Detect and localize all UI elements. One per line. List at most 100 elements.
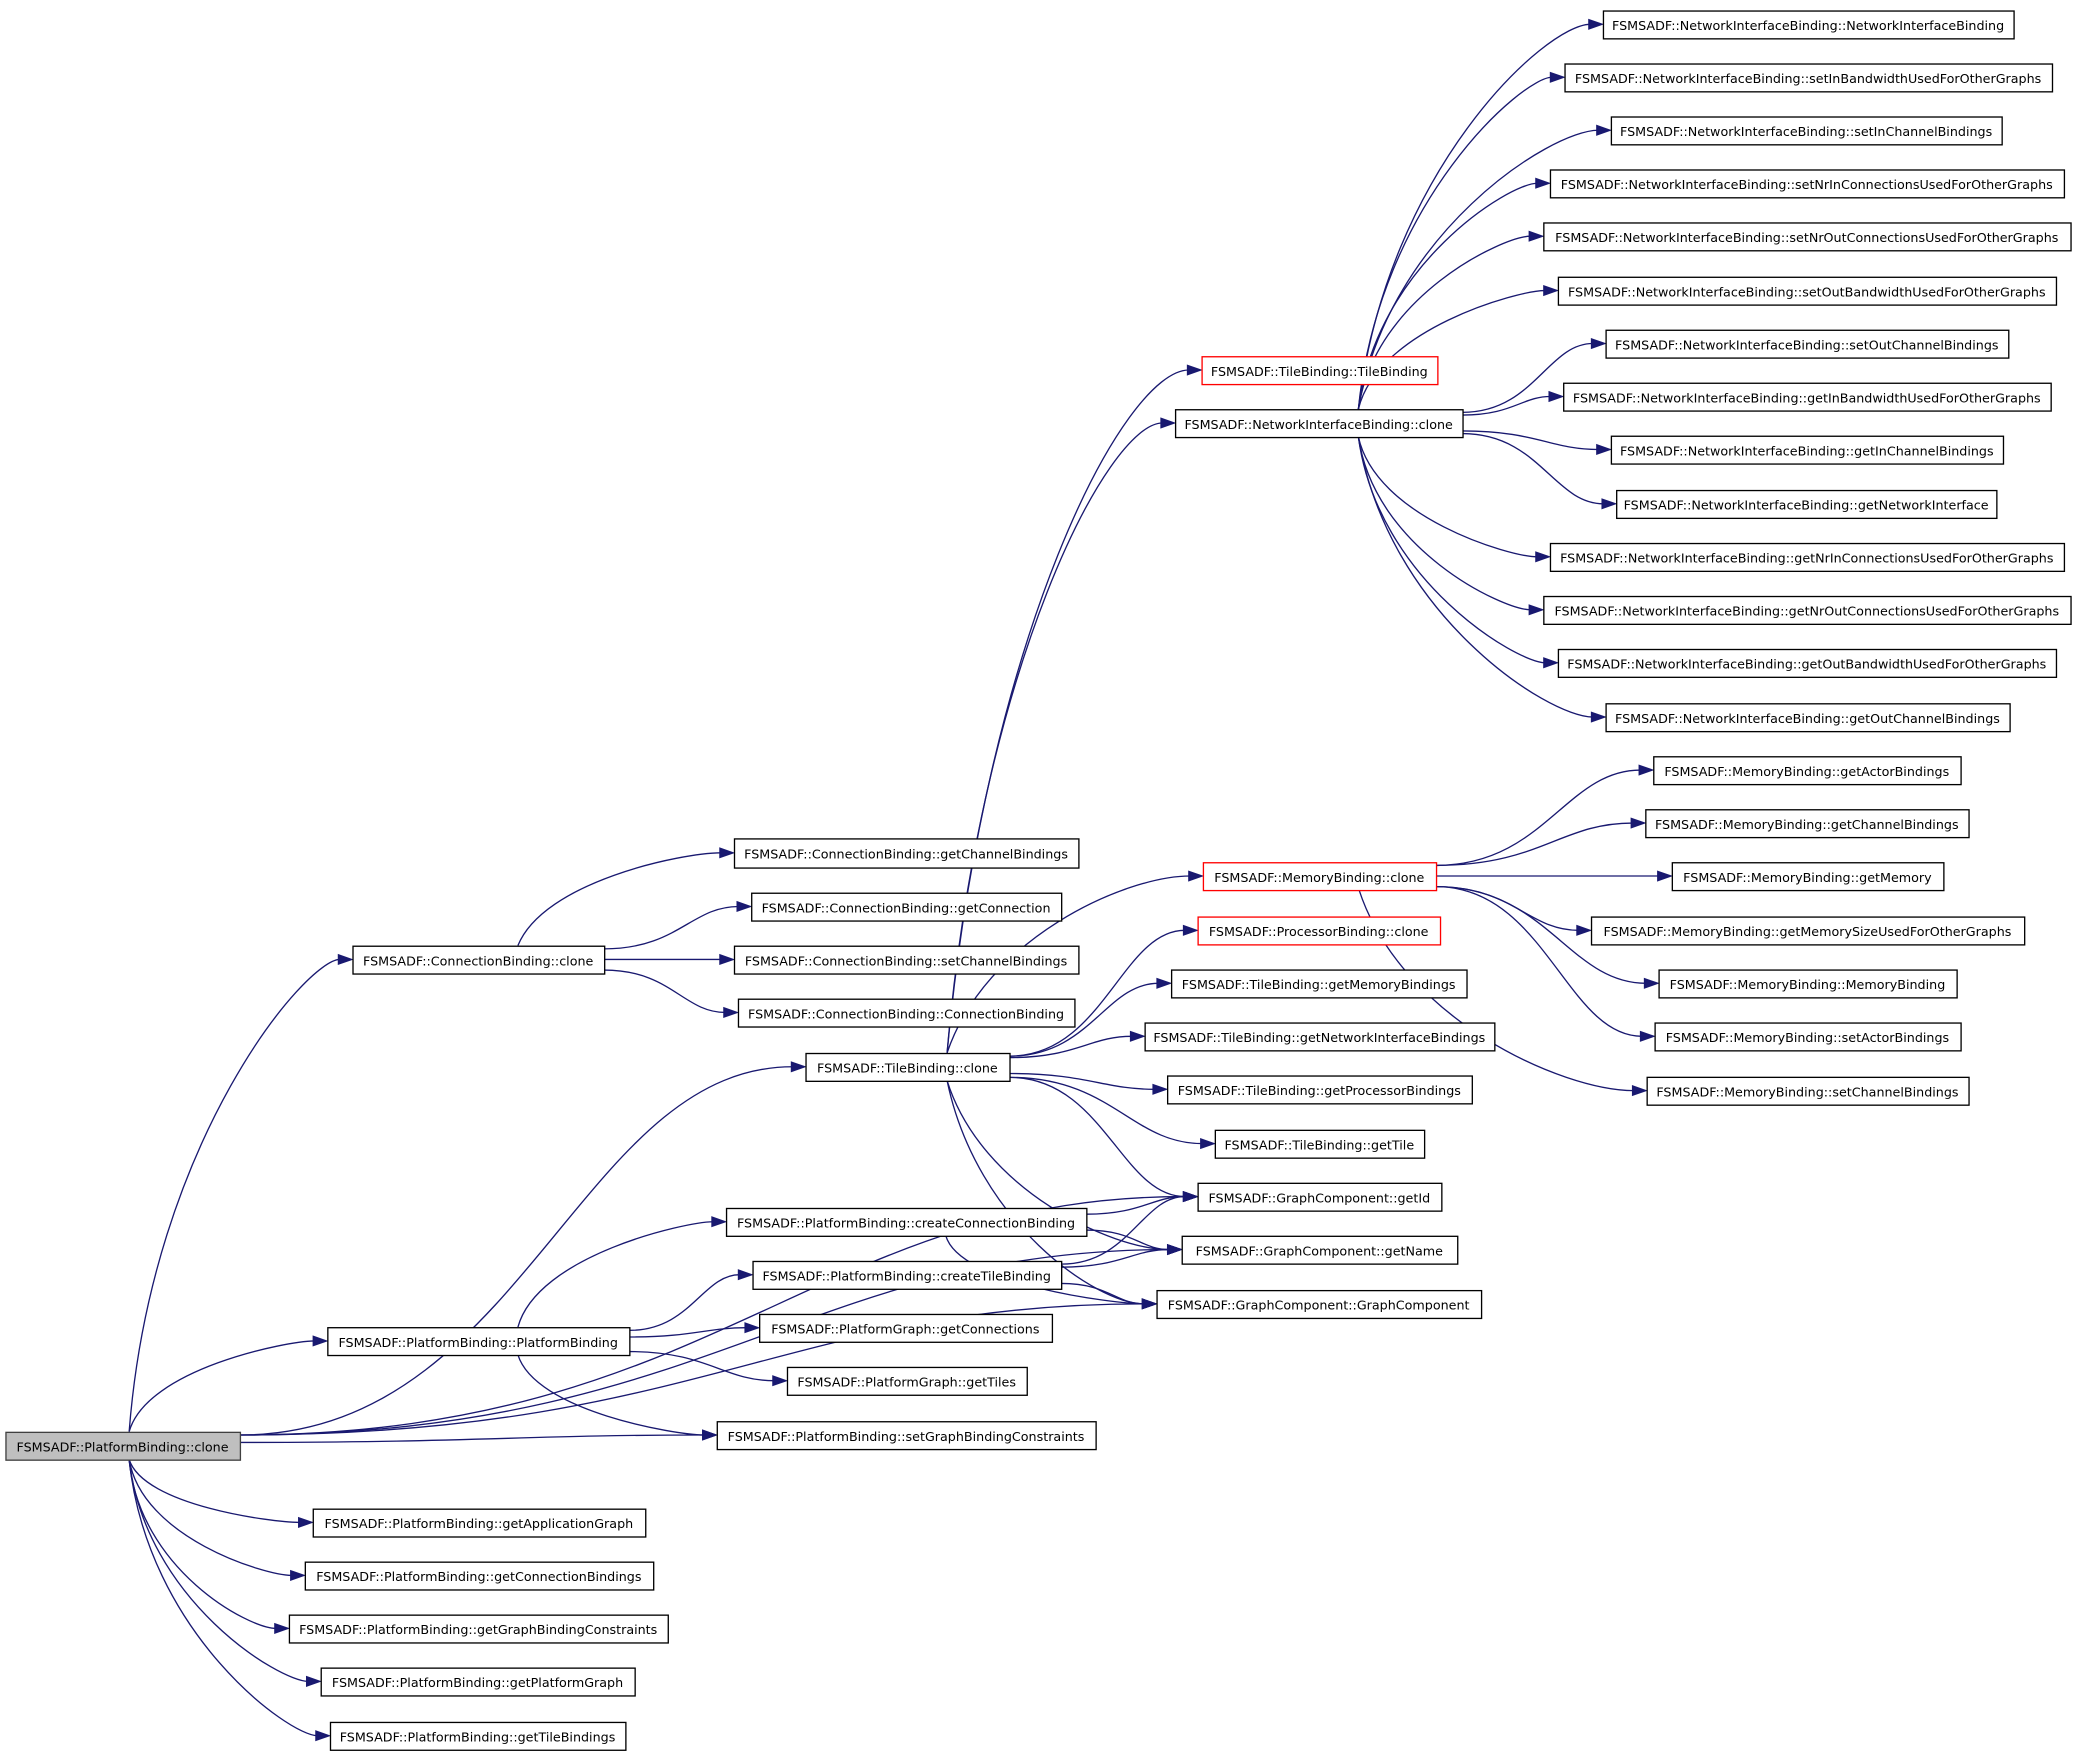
node-cb-clone[interactable]: FSMSADF::ConnectionBinding::clone bbox=[352, 945, 606, 975]
node-tb-clone[interactable]: FSMSADF::TileBinding::clone bbox=[805, 1052, 1011, 1082]
call-edge bbox=[517, 852, 722, 946]
node-cb-getChannelBindings[interactable]: FSMSADF::ConnectionBinding::getChannelBi… bbox=[733, 838, 1080, 869]
arrowhead-icon bbox=[772, 1375, 789, 1387]
node-tb-ctor[interactable]: FSMSADF::TileBinding::TileBinding bbox=[1201, 356, 1439, 386]
node-label: FSMSADF::NetworkInterfaceBinding::getNet… bbox=[1624, 498, 1989, 513]
node-pb-setGraphBindingConstraints[interactable]: FSMSADF::PlatformBinding::setGraphBindin… bbox=[716, 1421, 1097, 1451]
arrowhead-icon bbox=[1535, 177, 1552, 189]
node-tb-getTile[interactable]: FSMSADF::TileBinding::getTile bbox=[1214, 1129, 1426, 1159]
node-pb-ctor[interactable]: FSMSADF::PlatformBinding::PlatformBindin… bbox=[327, 1327, 631, 1357]
node-tb-getNetworkInterfaceBindings[interactable]: FSMSADF::TileBinding::getNetworkInterfac… bbox=[1144, 1022, 1496, 1052]
node-box bbox=[759, 1313, 1054, 1343]
node-label: FSMSADF::MemoryBinding::getMemory bbox=[1683, 870, 1932, 885]
node-tb-getProcessorBindings[interactable]: FSMSADF::TileBinding::getProcessorBindin… bbox=[1166, 1075, 1473, 1105]
node-gc-getId[interactable]: FSMSADF::GraphComponent::getId bbox=[1197, 1182, 1443, 1212]
node-nib-setInBw[interactable]: FSMSADF::NetworkInterfaceBinding::setInB… bbox=[1564, 63, 2054, 93]
node-nib-getInBw[interactable]: FSMSADF::NetworkInterfaceBinding::getInB… bbox=[1563, 382, 2052, 412]
node-label: FSMSADF::GraphComponent::GraphComponent bbox=[1168, 1298, 1470, 1313]
node-nib-setInCh[interactable]: FSMSADF::NetworkInterfaceBinding::setInC… bbox=[1610, 116, 2003, 146]
node-box bbox=[320, 1667, 636, 1697]
node-mb-setChannelBindings[interactable]: FSMSADF::MemoryBinding::setChannelBindin… bbox=[1646, 1076, 1970, 1106]
node-pb-getTileBindings[interactable]: FSMSADF::PlatformBinding::getTileBinding… bbox=[329, 1721, 627, 1751]
node-box bbox=[805, 1052, 1011, 1082]
call-edge bbox=[1462, 430, 1599, 451]
node-box bbox=[1564, 63, 2054, 93]
call-edge bbox=[1357, 436, 1538, 558]
node-label: FSMSADF::NetworkInterfaceBinding::setInC… bbox=[1620, 124, 1992, 139]
node-box bbox=[1543, 222, 2072, 252]
call-edge bbox=[1009, 982, 1159, 1057]
node-label: FSMSADF::ConnectionBinding::getConnectio… bbox=[762, 900, 1051, 915]
node-mb-clone[interactable]: FSMSADF::MemoryBinding::clone bbox=[1202, 862, 1438, 892]
node-pb-createTileBinding[interactable]: FSMSADF::PlatformBinding::createTileBind… bbox=[752, 1260, 1063, 1290]
arrowhead-icon bbox=[711, 1216, 728, 1228]
node-box bbox=[329, 1721, 627, 1751]
arrowhead-icon bbox=[1528, 230, 1545, 242]
node-pb-getPlatformGraph[interactable]: FSMSADF::PlatformBinding::getPlatformGra… bbox=[320, 1667, 636, 1697]
node-gc-getName[interactable]: FSMSADF::GraphComponent::getName bbox=[1181, 1235, 1459, 1265]
call-edge bbox=[1357, 182, 1538, 410]
node-nib-getInCh[interactable]: FSMSADF::NetworkInterfaceBinding::getInC… bbox=[1610, 435, 2005, 465]
node-mb-ctor[interactable]: FSMSADF::MemoryBinding::MemoryBinding bbox=[1658, 969, 1958, 999]
arrowhead-icon bbox=[315, 1730, 332, 1742]
node-box bbox=[1197, 1182, 1443, 1212]
node-nib-getNrIn[interactable]: FSMSADF::NetworkInterfaceBinding::getNrI… bbox=[1549, 542, 2066, 573]
node-cb-getConnection[interactable]: FSMSADF::ConnectionBinding::getConnectio… bbox=[751, 892, 1063, 922]
call-edge bbox=[1357, 436, 1546, 664]
call-edge bbox=[629, 1350, 775, 1382]
node-box bbox=[1549, 542, 2066, 573]
node-nib-getOutBw[interactable]: FSMSADF::NetworkInterfaceBinding::getOut… bbox=[1557, 648, 2058, 678]
node-mb-getMemory[interactable]: FSMSADF::MemoryBinding::getMemory bbox=[1671, 862, 1945, 892]
node-box bbox=[1557, 648, 2058, 678]
call-edge bbox=[1435, 822, 1633, 867]
arrowhead-icon bbox=[1596, 124, 1613, 136]
node-label: FSMSADF::TileBinding::getNetworkInterfac… bbox=[1153, 1030, 1485, 1045]
call-edge bbox=[1357, 289, 1546, 410]
node-mb-getChannelBindings[interactable]: FSMSADF::MemoryBinding::getChannelBindin… bbox=[1645, 809, 1970, 839]
node-nib-setOutBw[interactable]: FSMSADF::NetworkInterfaceBinding::setOut… bbox=[1557, 276, 2058, 306]
node-nib-ctor[interactable]: FSMSADF::NetworkInterfaceBinding::Networ… bbox=[1602, 10, 2015, 40]
node-nib-setNrIn[interactable]: FSMSADF::NetworkInterfaceBinding::setNrI… bbox=[1549, 169, 2066, 199]
node-pb-getConnectionBindings[interactable]: FSMSADF::PlatformBinding::getConnectionB… bbox=[304, 1561, 655, 1591]
node-cb-ctor[interactable]: FSMSADF::ConnectionBinding::ConnectionBi… bbox=[737, 998, 1076, 1028]
node-nib-getOutCh[interactable]: FSMSADF::NetworkInterfaceBinding::getOut… bbox=[1605, 703, 2011, 733]
call-nodes: FSMSADF::PlatformBinding::cloneFSMSADF::… bbox=[5, 10, 2072, 1751]
node-mb-getMemorySize[interactable]: FSMSADF::MemoryBinding::getMemorySizeUse… bbox=[1590, 916, 2026, 946]
node-box bbox=[288, 1614, 669, 1644]
node-root: FSMSADF::PlatformBinding::clone bbox=[5, 1431, 242, 1461]
node-nib-getNI[interactable]: FSMSADF::NetworkInterfaceBinding::getNet… bbox=[1616, 489, 1998, 520]
arrowhead-icon bbox=[744, 1322, 761, 1334]
call-edge bbox=[1462, 395, 1551, 416]
node-pb-getGraphBindingConstraints[interactable]: FSMSADF::PlatformBinding::getGraphBindin… bbox=[288, 1614, 669, 1644]
node-box bbox=[733, 838, 1080, 869]
node-mb-setActorBindings[interactable]: FSMSADF::MemoryBinding::setActorBindings bbox=[1654, 1022, 1962, 1052]
node-pb-getApplicationGraph[interactable]: FSMSADF::PlatformBinding::getApplication… bbox=[312, 1508, 647, 1538]
arrowhead-icon bbox=[1549, 71, 1566, 83]
call-edge bbox=[1357, 129, 1599, 410]
node-mb-getActorBindings[interactable]: FSMSADF::MemoryBinding::getActorBindings bbox=[1653, 756, 1962, 786]
node-pg-getConnections[interactable]: FSMSADF::PlatformGraph::getConnections bbox=[759, 1313, 1054, 1343]
node-nib-setNrOut[interactable]: FSMSADF::NetworkInterfaceBinding::setNrO… bbox=[1543, 222, 2072, 252]
node-label: FSMSADF::ConnectionBinding::clone bbox=[363, 953, 594, 968]
call-edge bbox=[629, 1327, 747, 1338]
node-label: FSMSADF::PlatformBinding::createTileBind… bbox=[762, 1269, 1050, 1284]
node-box bbox=[786, 1366, 1028, 1396]
node-box bbox=[716, 1421, 1097, 1451]
node-nib-getNrOut[interactable]: FSMSADF::NetworkInterfaceBinding::getNrO… bbox=[1543, 595, 2072, 625]
node-label: FSMSADF::TileBinding::getTile bbox=[1224, 1137, 1414, 1152]
node-label: FSMSADF::MemoryBinding::MemoryBinding bbox=[1670, 977, 1946, 992]
node-nib-setOutCh[interactable]: FSMSADF::NetworkInterfaceBinding::setOut… bbox=[1605, 329, 2010, 359]
node-nib-clone[interactable]: FSMSADF::NetworkInterfaceBinding::clone bbox=[1174, 409, 1464, 439]
node-box bbox=[752, 1260, 1063, 1290]
node-tb-getMemoryBindings[interactable]: FSMSADF::TileBinding::getMemoryBindings bbox=[1170, 969, 1468, 999]
node-pb-createConnectionBinding[interactable]: FSMSADF::PlatformBinding::createConnecti… bbox=[725, 1207, 1088, 1237]
node-box bbox=[1616, 489, 1998, 520]
node-gc-ctor[interactable]: FSMSADF::GraphComponent::GraphComponent bbox=[1156, 1289, 1483, 1320]
node-pg-getTiles[interactable]: FSMSADF::PlatformGraph::getTiles bbox=[786, 1366, 1028, 1396]
arrowhead-icon bbox=[1601, 498, 1618, 510]
node-label: FSMSADF::PlatformGraph::getTiles bbox=[797, 1375, 1016, 1390]
node-prb-clone[interactable]: FSMSADF::ProcessorBinding::clone bbox=[1197, 916, 1442, 946]
node-cb-setChannelBindings[interactable]: FSMSADF::ConnectionBinding::setChannelBi… bbox=[733, 945, 1080, 975]
arrowhead-icon bbox=[1200, 1138, 1217, 1150]
